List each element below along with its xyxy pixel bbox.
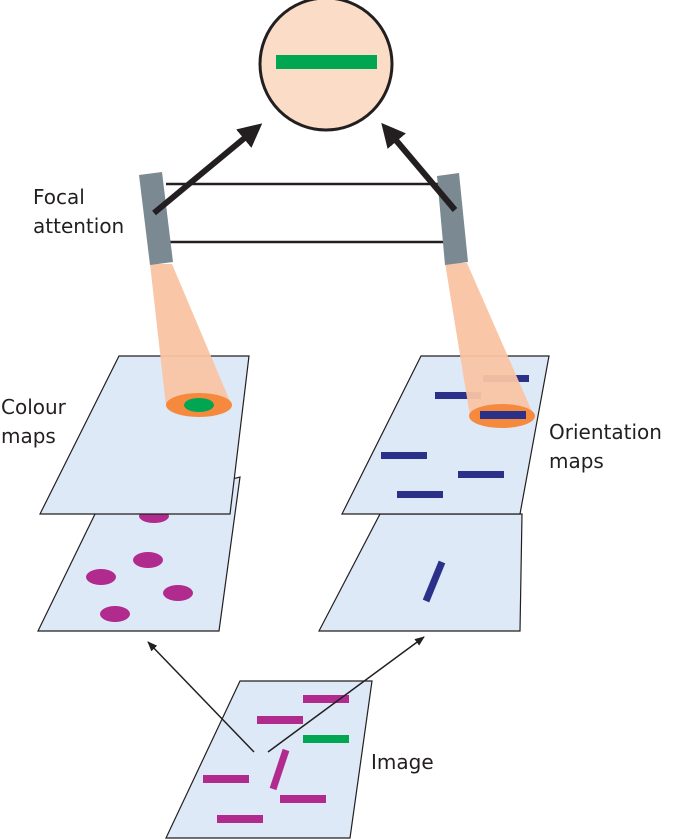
- attention-beam-left: [150, 264, 232, 406]
- image-green-bar: [303, 735, 349, 743]
- image-label: Image: [371, 750, 434, 774]
- image-panel: [165, 680, 373, 839]
- navy-bar: [458, 471, 504, 478]
- navy-tilted-bar: [422, 560, 446, 603]
- colour-maps-label-line1: Colour: [1, 395, 67, 419]
- colour-spotlight: [166, 393, 232, 417]
- orientation-map-lower: [318, 513, 523, 632]
- navy-bar: [435, 392, 481, 399]
- master-map: [258, 0, 394, 132]
- navy-bar: [397, 491, 443, 498]
- orientation-spotlight: [469, 404, 535, 428]
- arrow-right-to-master: [381, 122, 458, 212]
- magenta-blob: [100, 606, 130, 622]
- focal-attention-label-line2: attention: [33, 214, 124, 238]
- orientation-maps-label-line2: maps: [549, 449, 604, 473]
- image-magenta-bar: [203, 775, 249, 783]
- gate-left: [139, 172, 173, 265]
- colour-features: [86, 509, 193, 622]
- magenta-blob: [133, 552, 163, 568]
- attention-beam-right: [445, 263, 534, 416]
- focal-attention-label-line1: Focal: [33, 185, 85, 209]
- colour-maps-label-line2: maps: [1, 424, 56, 448]
- arrow-left-to-master: [152, 123, 263, 216]
- image-magenta-bar: [303, 695, 349, 703]
- green-blob: [184, 398, 214, 412]
- orientation-maps-label-line1: Orientation: [549, 420, 662, 444]
- image-magenta-bar: [217, 815, 263, 823]
- navy-bar: [381, 452, 427, 459]
- navy-bar-focused: [480, 411, 526, 419]
- arrow-image-to-orientation: [267, 636, 425, 753]
- magenta-blob: [86, 569, 116, 585]
- image-magenta-tilted-bar: [269, 748, 290, 791]
- magenta-blob: [163, 585, 193, 601]
- arrow-image-to-colour: [147, 641, 255, 753]
- gate-right: [437, 173, 468, 265]
- image-magenta-bar: [280, 795, 326, 803]
- image-magenta-bar: [257, 716, 303, 724]
- master-map-green-bar: [276, 55, 377, 69]
- image-features: [203, 695, 349, 823]
